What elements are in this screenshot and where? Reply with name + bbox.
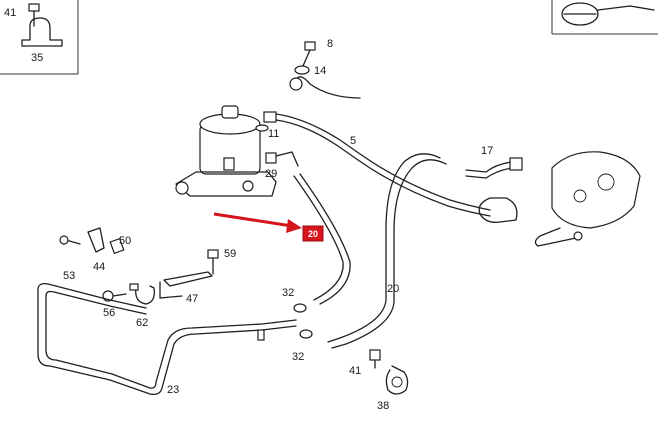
- label-59[interactable]: 59: [224, 248, 236, 260]
- hose-20: [293, 173, 351, 305]
- clamp-32a: [293, 303, 307, 313]
- label-62[interactable]: 62: [136, 317, 148, 329]
- highlighted-part-marker[interactable]: 20: [302, 225, 324, 242]
- bolt-41: [369, 349, 381, 369]
- inset-frame-left: [0, 0, 79, 75]
- bolt-59: [207, 249, 219, 275]
- highlighted-part-label[interactable]: 20: [308, 229, 318, 239]
- label-56[interactable]: 56: [103, 307, 115, 319]
- label-29[interactable]: 29: [265, 168, 277, 180]
- label-14[interactable]: 14: [314, 65, 326, 77]
- label-35[interactable]: 35: [31, 52, 43, 64]
- label-50[interactable]: 50: [119, 235, 131, 247]
- label-41-inset[interactable]: 41: [4, 7, 16, 19]
- label-8[interactable]: 8: [327, 38, 333, 50]
- banjo-bolt-8: [294, 41, 316, 75]
- fitting-11: [255, 111, 277, 132]
- clamp-38: [385, 365, 409, 395]
- cooler-loop-23: [37, 282, 297, 396]
- clamp-62: [129, 283, 155, 305]
- reservoir-housing: [175, 105, 277, 197]
- hose-upper: [289, 76, 361, 99]
- pipe-17: [465, 157, 523, 223]
- label-47[interactable]: 47: [186, 293, 198, 305]
- highlighted-part-box[interactable]: [302, 225, 324, 242]
- clamp-32b: [299, 329, 313, 339]
- label-17[interactable]: 17: [481, 145, 493, 157]
- bracket-47: [159, 271, 213, 299]
- pipe-5: [275, 113, 491, 217]
- steering-pump: [534, 151, 641, 247]
- label-20[interactable]: 20: [387, 283, 399, 295]
- inset-frame-right: [551, 0, 658, 35]
- highlight-arrow: [213, 212, 302, 233]
- label-38[interactable]: 38: [377, 400, 389, 412]
- part-labels: 41 35 8 14 11 5 29 17 50 44 53 59 20 32 …: [4, 7, 493, 412]
- label-23[interactable]: 23: [167, 384, 179, 396]
- label-53[interactable]: 53: [63, 270, 75, 282]
- label-44[interactable]: 44: [93, 261, 105, 273]
- bolt-and-clip-35: [21, 3, 63, 47]
- label-32a[interactable]: 32: [282, 287, 294, 299]
- parts-50-44-53: [59, 227, 125, 255]
- return-hose: [327, 153, 447, 349]
- label-32b[interactable]: 32: [292, 351, 304, 363]
- label-11[interactable]: 11: [268, 128, 279, 140]
- fitting-29: [265, 151, 299, 167]
- label-41[interactable]: 41: [349, 365, 361, 377]
- label-5[interactable]: 5: [350, 135, 356, 147]
